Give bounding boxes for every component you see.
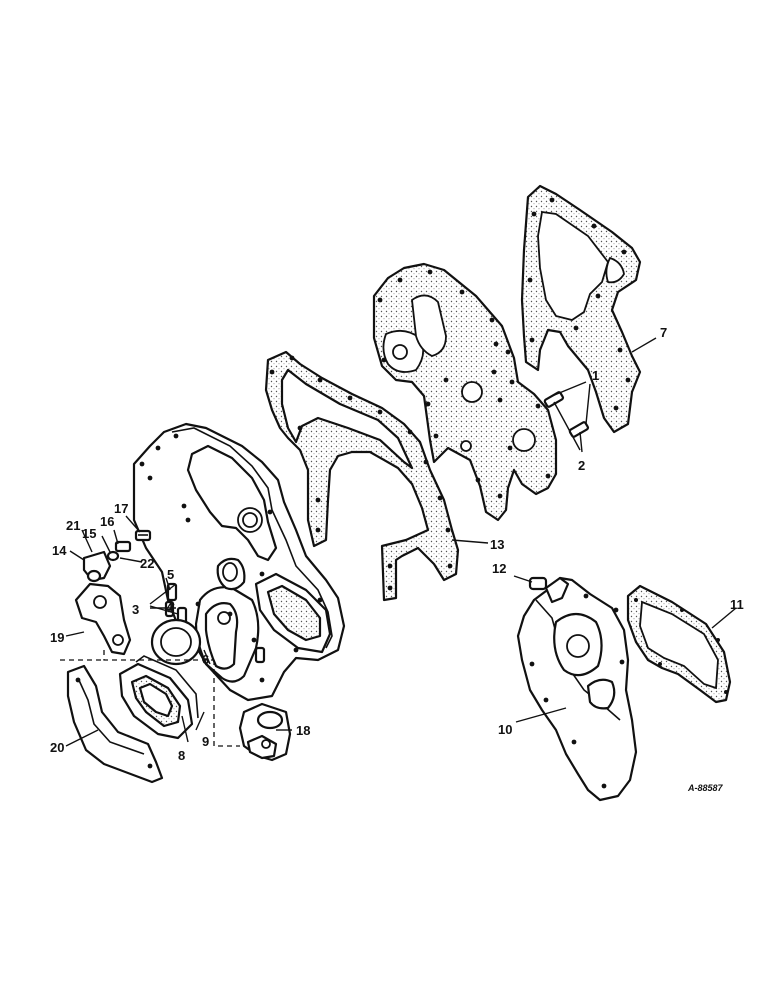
callout-labels: 1 2 7 13 12 11 10 18 19 20 8 9 6 3 4 5 1… <box>50 325 744 793</box>
gasket-part-11 <box>626 584 732 704</box>
callout-14: 14 <box>52 543 67 558</box>
bracket-part-19 <box>74 582 132 656</box>
gasket-part-7 <box>520 184 642 434</box>
callout-7: 7 <box>660 325 667 340</box>
leader-lines <box>65 337 737 747</box>
cover-fasteners <box>134 529 266 664</box>
callout-18: 18 <box>296 723 310 738</box>
fitting-part-17 <box>134 529 152 542</box>
callout-13: 13 <box>490 537 504 552</box>
callout-9: 9 <box>202 734 209 749</box>
callout-15: 15 <box>82 526 96 541</box>
callout-8: 8 <box>178 748 185 763</box>
plug-part-12 <box>528 576 548 591</box>
reference-number: A-88587 <box>687 783 724 793</box>
callout-5: 5 <box>167 567 174 582</box>
dowel-pin-upper <box>543 391 565 408</box>
fitting-part-15 <box>106 550 120 562</box>
callout-1: 1 <box>592 368 599 383</box>
fitting-part-16 <box>114 540 132 553</box>
support-bracket-part-18 <box>238 702 292 762</box>
callout-10: 10 <box>498 722 512 737</box>
callout-20: 20 <box>50 740 64 755</box>
callout-2: 2 <box>578 458 585 473</box>
gasket-part-9 <box>135 655 199 719</box>
callout-11: 11 <box>730 597 744 612</box>
callout-17: 17 <box>114 501 128 516</box>
stud-right <box>254 646 266 664</box>
callout-4: 4 <box>166 600 174 615</box>
callout-6: 6 <box>202 652 209 667</box>
oil-seal-part-6 <box>150 618 202 666</box>
hand-hole-cover-part-8 <box>118 662 194 740</box>
alignment-dashes <box>60 650 240 747</box>
callout-22: 22 <box>140 556 154 571</box>
callout-3: 3 <box>132 602 139 617</box>
plate-part-20 <box>66 664 164 784</box>
elbow-fitting-part-14 <box>82 550 112 583</box>
callout-19: 19 <box>50 630 64 645</box>
gasket-part-13 <box>264 350 460 602</box>
front-plate <box>372 262 558 522</box>
callout-16: 16 <box>100 514 114 529</box>
housing-part-10 <box>516 576 638 802</box>
callout-12: 12 <box>492 561 506 576</box>
callout-21: 21 <box>66 518 80 533</box>
